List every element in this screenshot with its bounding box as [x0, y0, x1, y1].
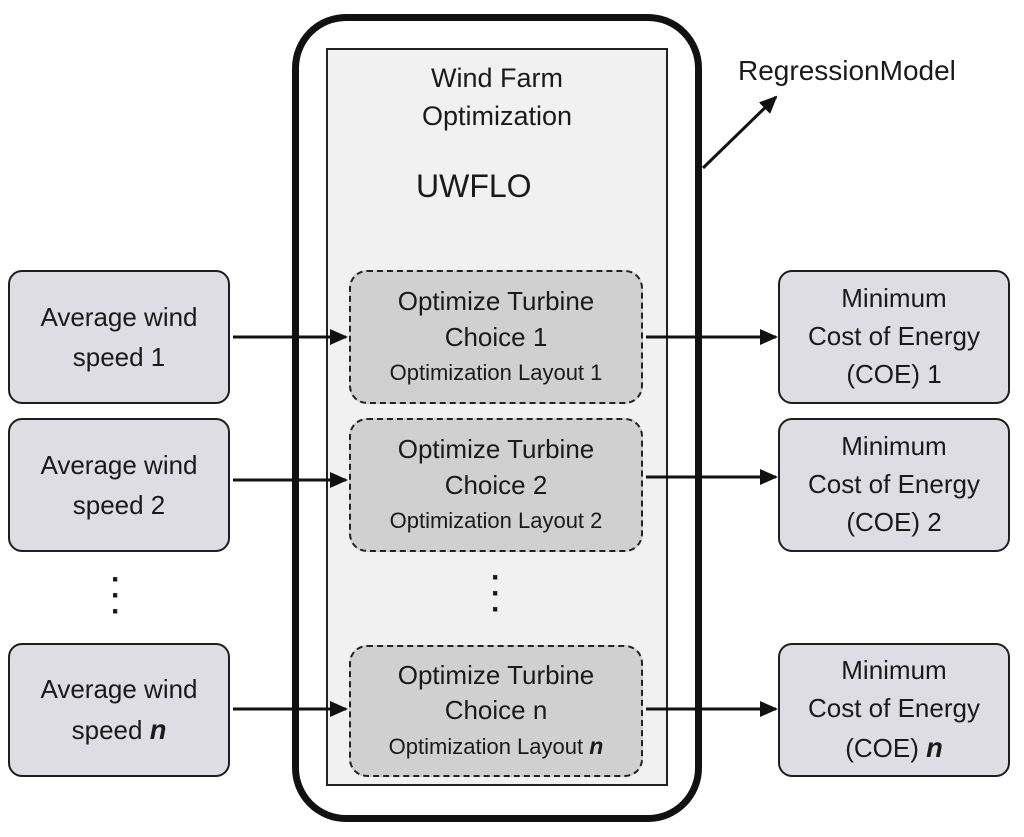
panel-title-line1: Wind Farm	[430, 63, 563, 93]
output-line1: Minimum	[841, 283, 947, 314]
output-line3: (COE) 1	[846, 358, 942, 389]
output-line2: Cost of Energy	[808, 321, 980, 352]
optimizer-line2: Choice 2	[444, 470, 548, 501]
input-line2-n: n	[149, 714, 167, 745]
input-line2: speed 2	[72, 490, 166, 520]
output-line1: Minimum	[841, 431, 947, 462]
optimizer-line3-n: n	[589, 732, 604, 759]
output-line3-prefix: (COE)	[845, 732, 927, 763]
optimizer-box-n: Optimize Turbine Choice n Optimization L…	[349, 645, 643, 777]
output-line3-n: n	[926, 731, 943, 763]
output-line1: Minimum	[841, 655, 947, 686]
input-line1: Average wind	[40, 449, 198, 480]
input-box-2: Average wind speed 2	[8, 418, 230, 552]
input-line1: Average wind	[40, 301, 198, 332]
optimizer-ellipsis: · · ·	[491, 561, 501, 626]
optimizer-line1: Optimize Turbine	[397, 659, 595, 690]
optimizer-line2: Choice 1	[444, 322, 548, 353]
panel-title-line2: Optimization	[421, 100, 573, 131]
optimizer-line3: Optimization Layout 2	[389, 507, 603, 533]
output-line3: (COE) n	[845, 728, 943, 768]
input-box-1: Average wind speed 1	[8, 270, 230, 404]
output-box-2: Minimum Cost of Energy (COE) 2	[778, 418, 1010, 552]
arrow-regression-model	[701, 95, 778, 170]
input-line2-prefix: speed	[71, 715, 150, 745]
input-ellipsis: · · ·	[111, 563, 121, 628]
optimizer-line3: Optimization Layout 1	[389, 359, 603, 385]
input-line1: Average wind	[40, 673, 198, 704]
output-line2: Cost of Energy	[808, 693, 980, 724]
method-label: UWFLO	[416, 168, 532, 204]
optimizer-line1: Optimize Turbine	[397, 286, 595, 317]
input-box-n: Average wind speed n	[8, 643, 230, 777]
optimizer-line3: Optimization Layout n	[389, 729, 604, 764]
optimizer-line1: Optimize Turbine	[397, 434, 595, 465]
optimizer-line3-prefix: Optimization Layout	[388, 733, 590, 759]
regression-model-label: RegressionModel	[738, 55, 956, 86]
output-line2: Cost of Energy	[808, 469, 980, 500]
output-box-1: Minimum Cost of Energy (COE) 1	[778, 270, 1010, 404]
panel-title: Wind Farm Optimization	[326, 60, 668, 136]
optimizer-box-2: Optimize Turbine Choice 2 Optimization L…	[349, 418, 643, 552]
input-line2: speed 1	[72, 342, 166, 372]
output-line3: (COE) 2	[846, 506, 942, 537]
output-box-n: Minimum Cost of Energy (COE) n	[778, 643, 1010, 777]
optimizer-box-1: Optimize Turbine Choice 1 Optimization L…	[349, 270, 643, 404]
input-line2: speed n	[72, 709, 167, 751]
optimizer-line2: Choice n	[444, 695, 548, 726]
